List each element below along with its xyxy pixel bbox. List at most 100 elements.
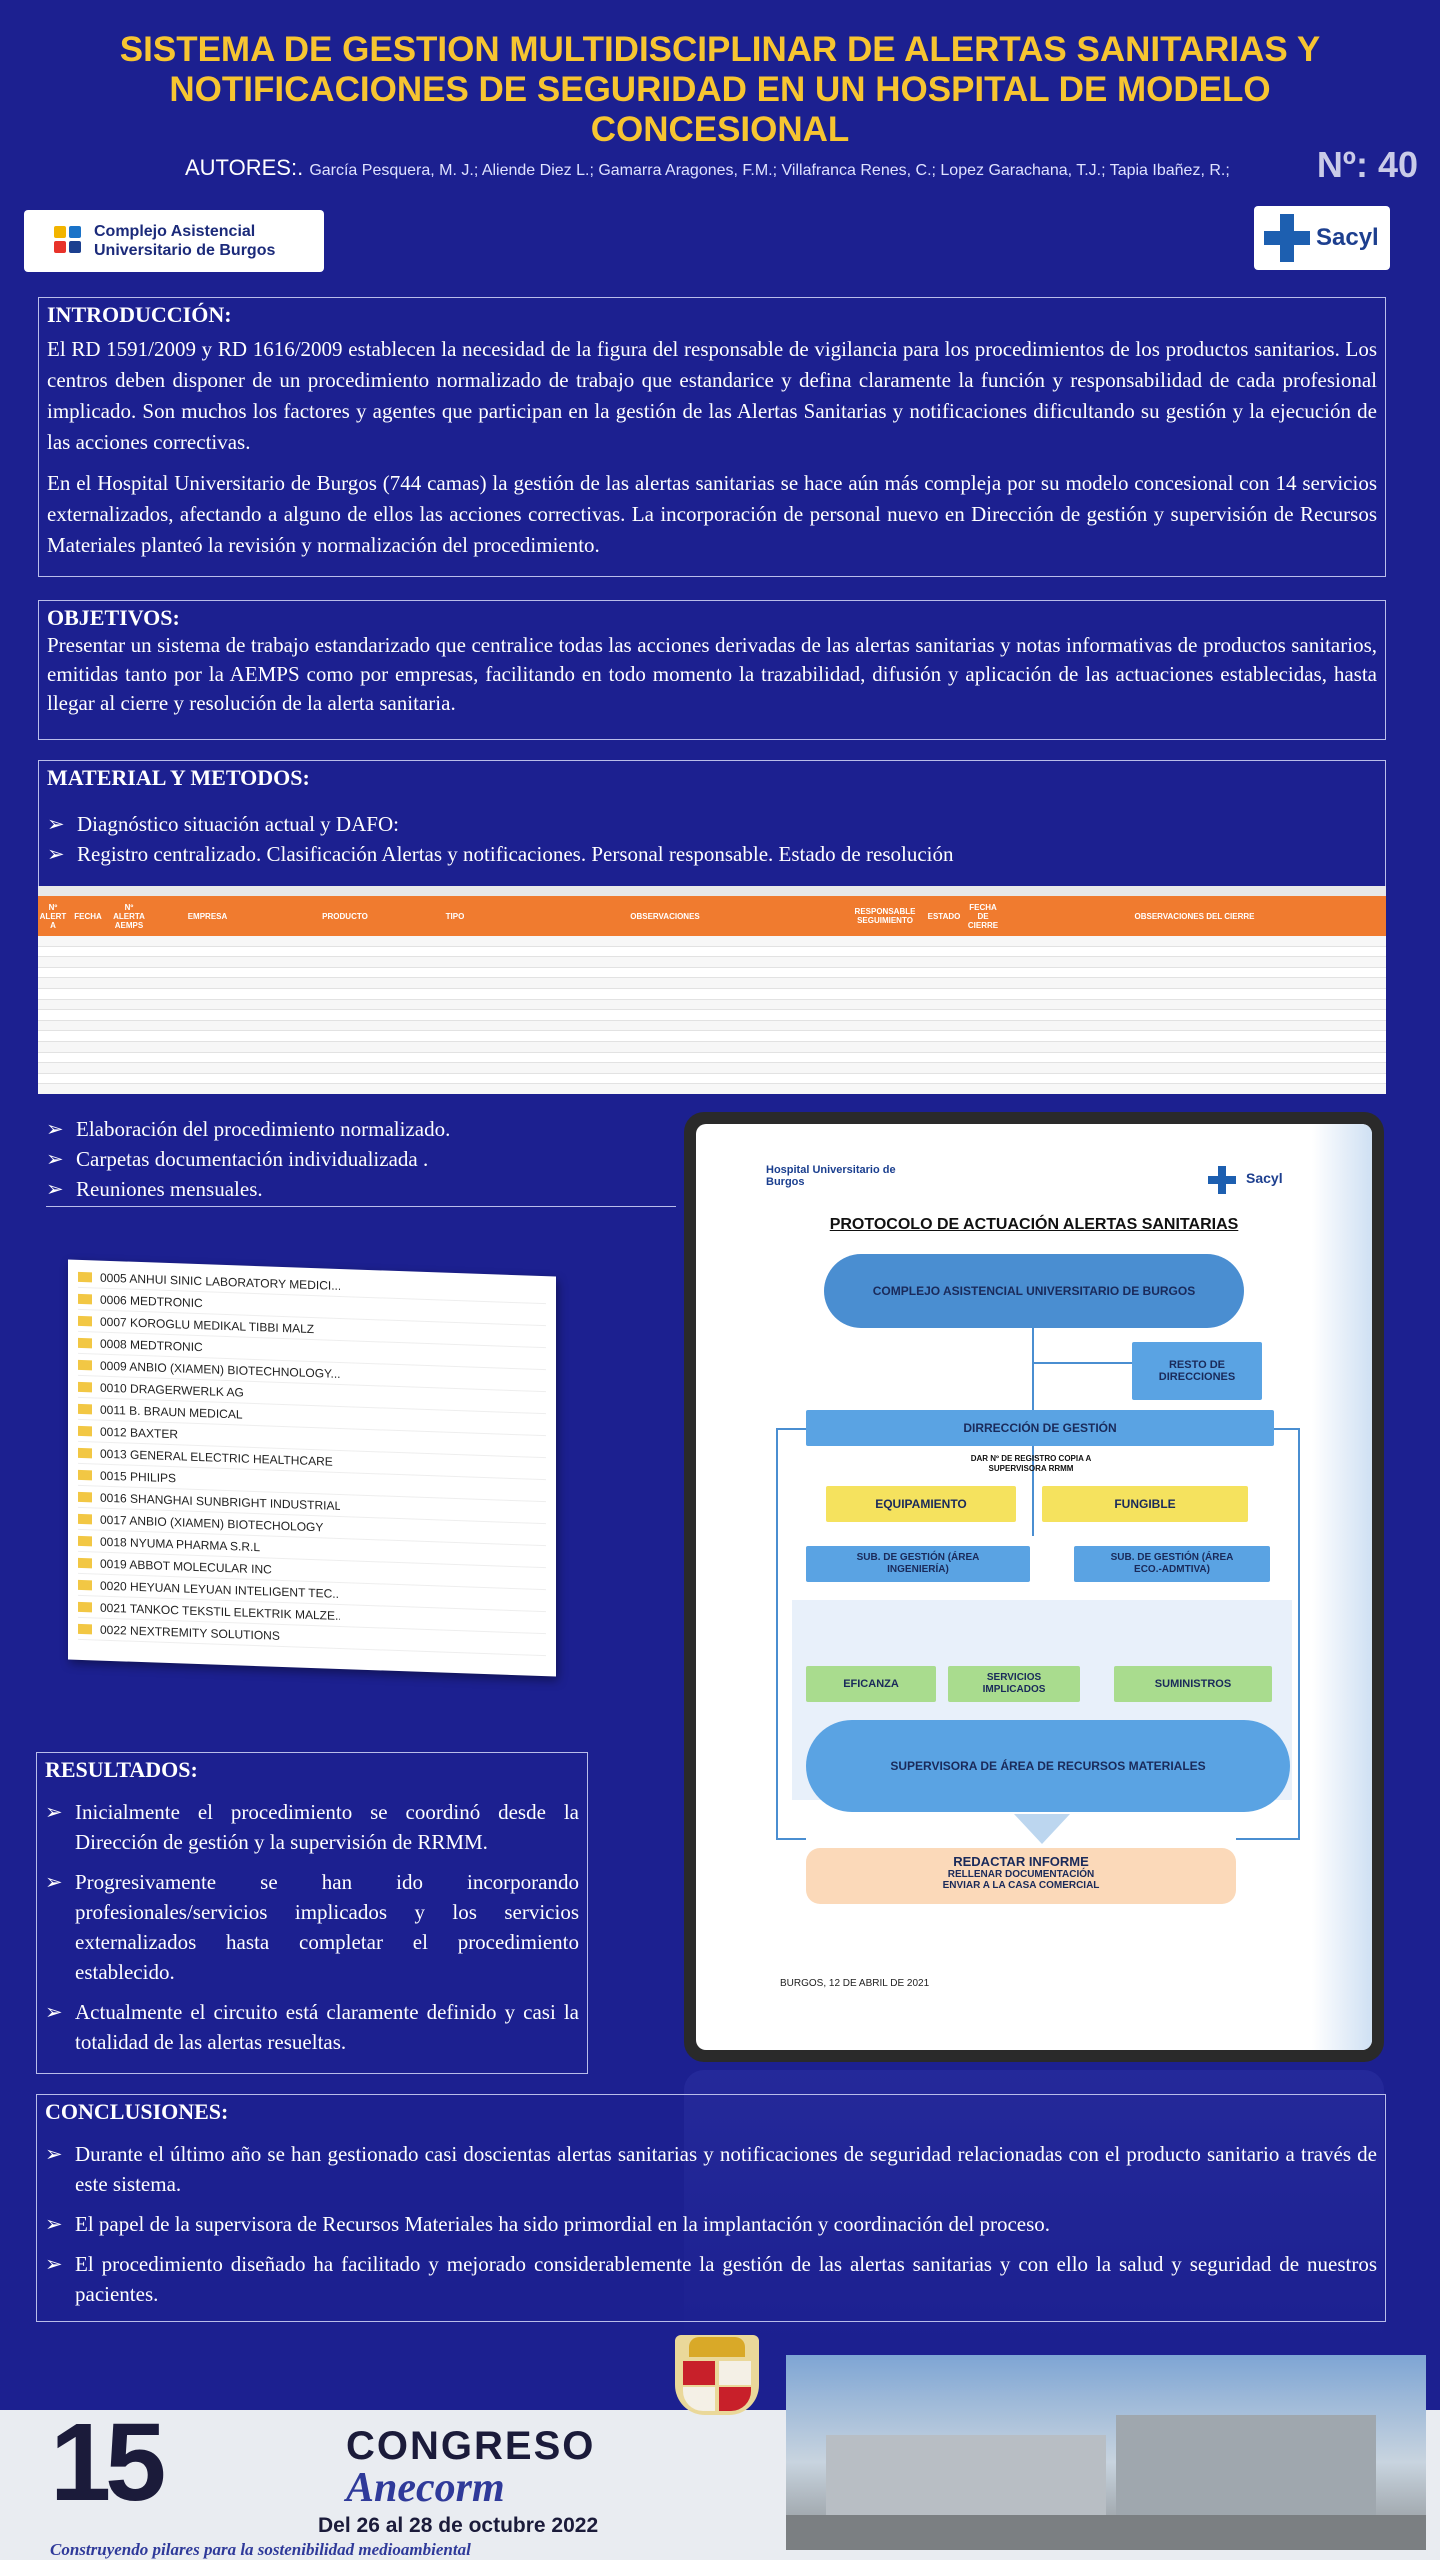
registry-table-header: Nº ALERT A FECHA Nº ALERTA AEMPS EMPRESA… (38, 896, 1386, 936)
protocol-hospital-name: Hospital Universitario de Burgos (766, 1164, 896, 1188)
protocol-sacyl-logo: Sacyl (1208, 1164, 1302, 1200)
sacyl-cross-icon (1264, 214, 1310, 262)
congress-logo: 15 CONGRESO Anecorm Del 26 al 28 de octu… (50, 2408, 670, 2560)
flow-complejo: COMPLEJO ASISTENCIAL UNIVERSITARIO DE BU… (824, 1254, 1244, 1328)
table-row (38, 1031, 1386, 1042)
authors-line: AUTORES:. García Pesquera, M. J.; Aliend… (185, 155, 1285, 181)
flow-registro-note: DAR Nº DE REGISTRO COPIA A SUPERVISORA R… (970, 1454, 1092, 1473)
introduccion-section: INTRODUCCIÓN: El RD 1591/2009 y RD 1616/… (38, 297, 1386, 577)
congress-label: CONGRESO (346, 2424, 596, 2468)
folder-icon (78, 1557, 92, 1568)
authors-label: AUTORES:. (185, 155, 304, 180)
table-row (38, 1020, 1386, 1032)
material-section: MATERIAL Y METODOS: Diagnóstico situació… (38, 760, 1386, 886)
introduccion-paragraph-2: En el Hospital Universitario de Burgos (… (47, 471, 1377, 557)
objetivos-title: OBJETIVOS: (47, 605, 180, 630)
table-row (38, 978, 1386, 989)
poster-title: SISTEMA DE GESTION MULTIDISCIPLINAR DE A… (119, 30, 1321, 149)
list-item: Diagnóstico situación actual y DAFO: (47, 809, 1377, 839)
protocol-tablet: Hospital Universitario de Burgos Sacyl P… (684, 1112, 1384, 2062)
folder-icon (78, 1447, 92, 1458)
table-header-cell: EMPRESA (187, 911, 228, 921)
congress-dates: Del 26 al 28 de octubre 2022 (318, 2514, 599, 2537)
table-row (38, 967, 1386, 979)
protocol-title: PROTOCOLO DE ACTUACIÓN ALERTAS SANITARIA… (829, 1216, 1239, 1233)
introduccion-title: INTRODUCCIÓN: (47, 302, 232, 327)
poster-number: Nº: 40 (1316, 144, 1418, 185)
conclusiones-section: CONCLUSIONES: Durante el último año se h… (36, 2094, 1386, 2322)
flow-sub-gestion-eco: SUB. DE GESTIÓN (ÁREA ECO.-ADMTIVA) (1074, 1546, 1270, 1582)
material-list-2-block: Elaboración del procedimiento normalizad… (46, 1114, 676, 1207)
flow-suministros: SUMINISTROS (1114, 1666, 1272, 1702)
congress-anecorm: Anecorm (346, 2465, 505, 2511)
protocol-sacyl-text: Sacyl (1246, 1170, 1283, 1186)
folder-icon (78, 1579, 92, 1590)
folder-icon (78, 1271, 92, 1282)
table-header-cell: OBSERVACIONES (630, 911, 700, 921)
table-header-cell: Nº ALERT A (39, 902, 67, 930)
table-row (38, 999, 1386, 1011)
flow-sub-gestion-ingenieria: SUB. DE GESTIÓN (ÁREA INGENIERÍA) (806, 1546, 1030, 1582)
hospital-logo-text: Complejo Asistencial Universitario de Bu… (94, 223, 276, 259)
table-header-cell: FECHA (74, 911, 102, 921)
folder-icon (78, 1469, 92, 1480)
list-item: Reuniones mensuales. (46, 1174, 676, 1204)
table-header-cell: ESTADO (927, 911, 961, 921)
folder-icon (78, 1315, 92, 1326)
flow-fungible: FUNGIBLE (1042, 1486, 1248, 1522)
registry-table-rows (38, 936, 1386, 1094)
table-row (38, 1073, 1386, 1085)
flow-resto-direcciones: RESTO DE DIRECCIONES (1132, 1342, 1262, 1400)
folder-list-image: 0005 ANHUI SINIC LABORATORY MEDICI...000… (68, 1259, 556, 1677)
table-row (38, 988, 1386, 1000)
table-row (38, 936, 1386, 947)
authors-names: García Pesquera, M. J.; Aliende Diez L.;… (309, 162, 1230, 179)
folder-icon (78, 1403, 92, 1414)
flow-redactar-informe: REDACTAR INFORME RELLENAR DOCUMENTACIÓN … (806, 1848, 1236, 1904)
objetivos-section: OBJETIVOS: Presentar un sistema de traba… (38, 600, 1386, 740)
list-item: El procedimiento diseñado ha facilitado … (45, 2249, 1377, 2309)
folder-icon (78, 1601, 92, 1612)
folder-icon (78, 1337, 92, 1348)
table-row (38, 1063, 1386, 1074)
flow-servicios-implicados: SERVICIOS IMPLICADOS (948, 1666, 1080, 1702)
table-header-cell: RESPONSABLE SEGUIMIENTO (854, 907, 916, 925)
hospital-logo-icon (54, 226, 84, 256)
material-title: MATERIAL Y METODOS: (47, 765, 310, 790)
table-row (38, 1010, 1386, 1021)
folder-icon (78, 1381, 92, 1392)
folder-icon (78, 1535, 92, 1546)
hospital-building-photo (786, 2355, 1426, 2550)
list-item: Actualmente el circuito está claramente … (45, 1997, 579, 2057)
flow-supervisora: SUPERVISORA DE ÁREA DE RECURSOS MATERIAL… (806, 1720, 1290, 1812)
resultados-section: RESULTADOS: Inicialmente el procedimient… (36, 1752, 588, 2074)
list-item: Carpetas documentación individualizada . (46, 1144, 676, 1174)
sacyl-logo: Sacyl (1254, 206, 1390, 270)
protocol-document: Hospital Universitario de Burgos Sacyl P… (696, 1124, 1372, 2050)
sacyl-text: Sacyl (1316, 224, 1379, 251)
flow-equipamiento: EQUIPAMIENTO (826, 1486, 1016, 1522)
table-row (38, 1084, 1386, 1094)
hospital-logo: Complejo Asistencial Universitario de Bu… (24, 210, 324, 272)
table-row (38, 1052, 1386, 1064)
table-header-cell: TIPO (445, 911, 465, 921)
conclusiones-title: CONCLUSIONES: (45, 2099, 229, 2124)
table-header-cell: OBSERVACIONES DEL CIERRE (1134, 911, 1255, 921)
flow-direccion-gestion: DIRRECCIÓN DE GESTIÓN (806, 1410, 1274, 1446)
material-list: Diagnóstico situación actual y DAFO: Reg… (47, 809, 1377, 869)
congress-number: 15 (50, 2401, 166, 2524)
folder-icon (78, 1359, 92, 1370)
list-item: Inicialmente el procedimiento se coordin… (45, 1797, 579, 1857)
folder-icon (78, 1425, 92, 1436)
folder-icon (78, 1491, 92, 1502)
list-item: Registro centralizado. Clasificación Ale… (47, 839, 1377, 869)
folder-icon (78, 1513, 92, 1524)
list-item: El papel de la supervisora de Recursos M… (45, 2209, 1377, 2239)
resultados-list: Inicialmente el procedimiento se coordin… (45, 1797, 579, 2057)
table-header-cell: PRODUCTO (322, 911, 368, 921)
list-item: Durante el último año se han gestionado … (45, 2139, 1377, 2199)
folder-icon (78, 1293, 92, 1304)
castilla-leon-shield-icon (675, 2335, 759, 2415)
objetivos-text: Presentar un sistema de trabajo estandar… (47, 633, 1377, 715)
folder-name: 0022 NEXTREMITY SOLUTIONS (100, 1622, 280, 1643)
